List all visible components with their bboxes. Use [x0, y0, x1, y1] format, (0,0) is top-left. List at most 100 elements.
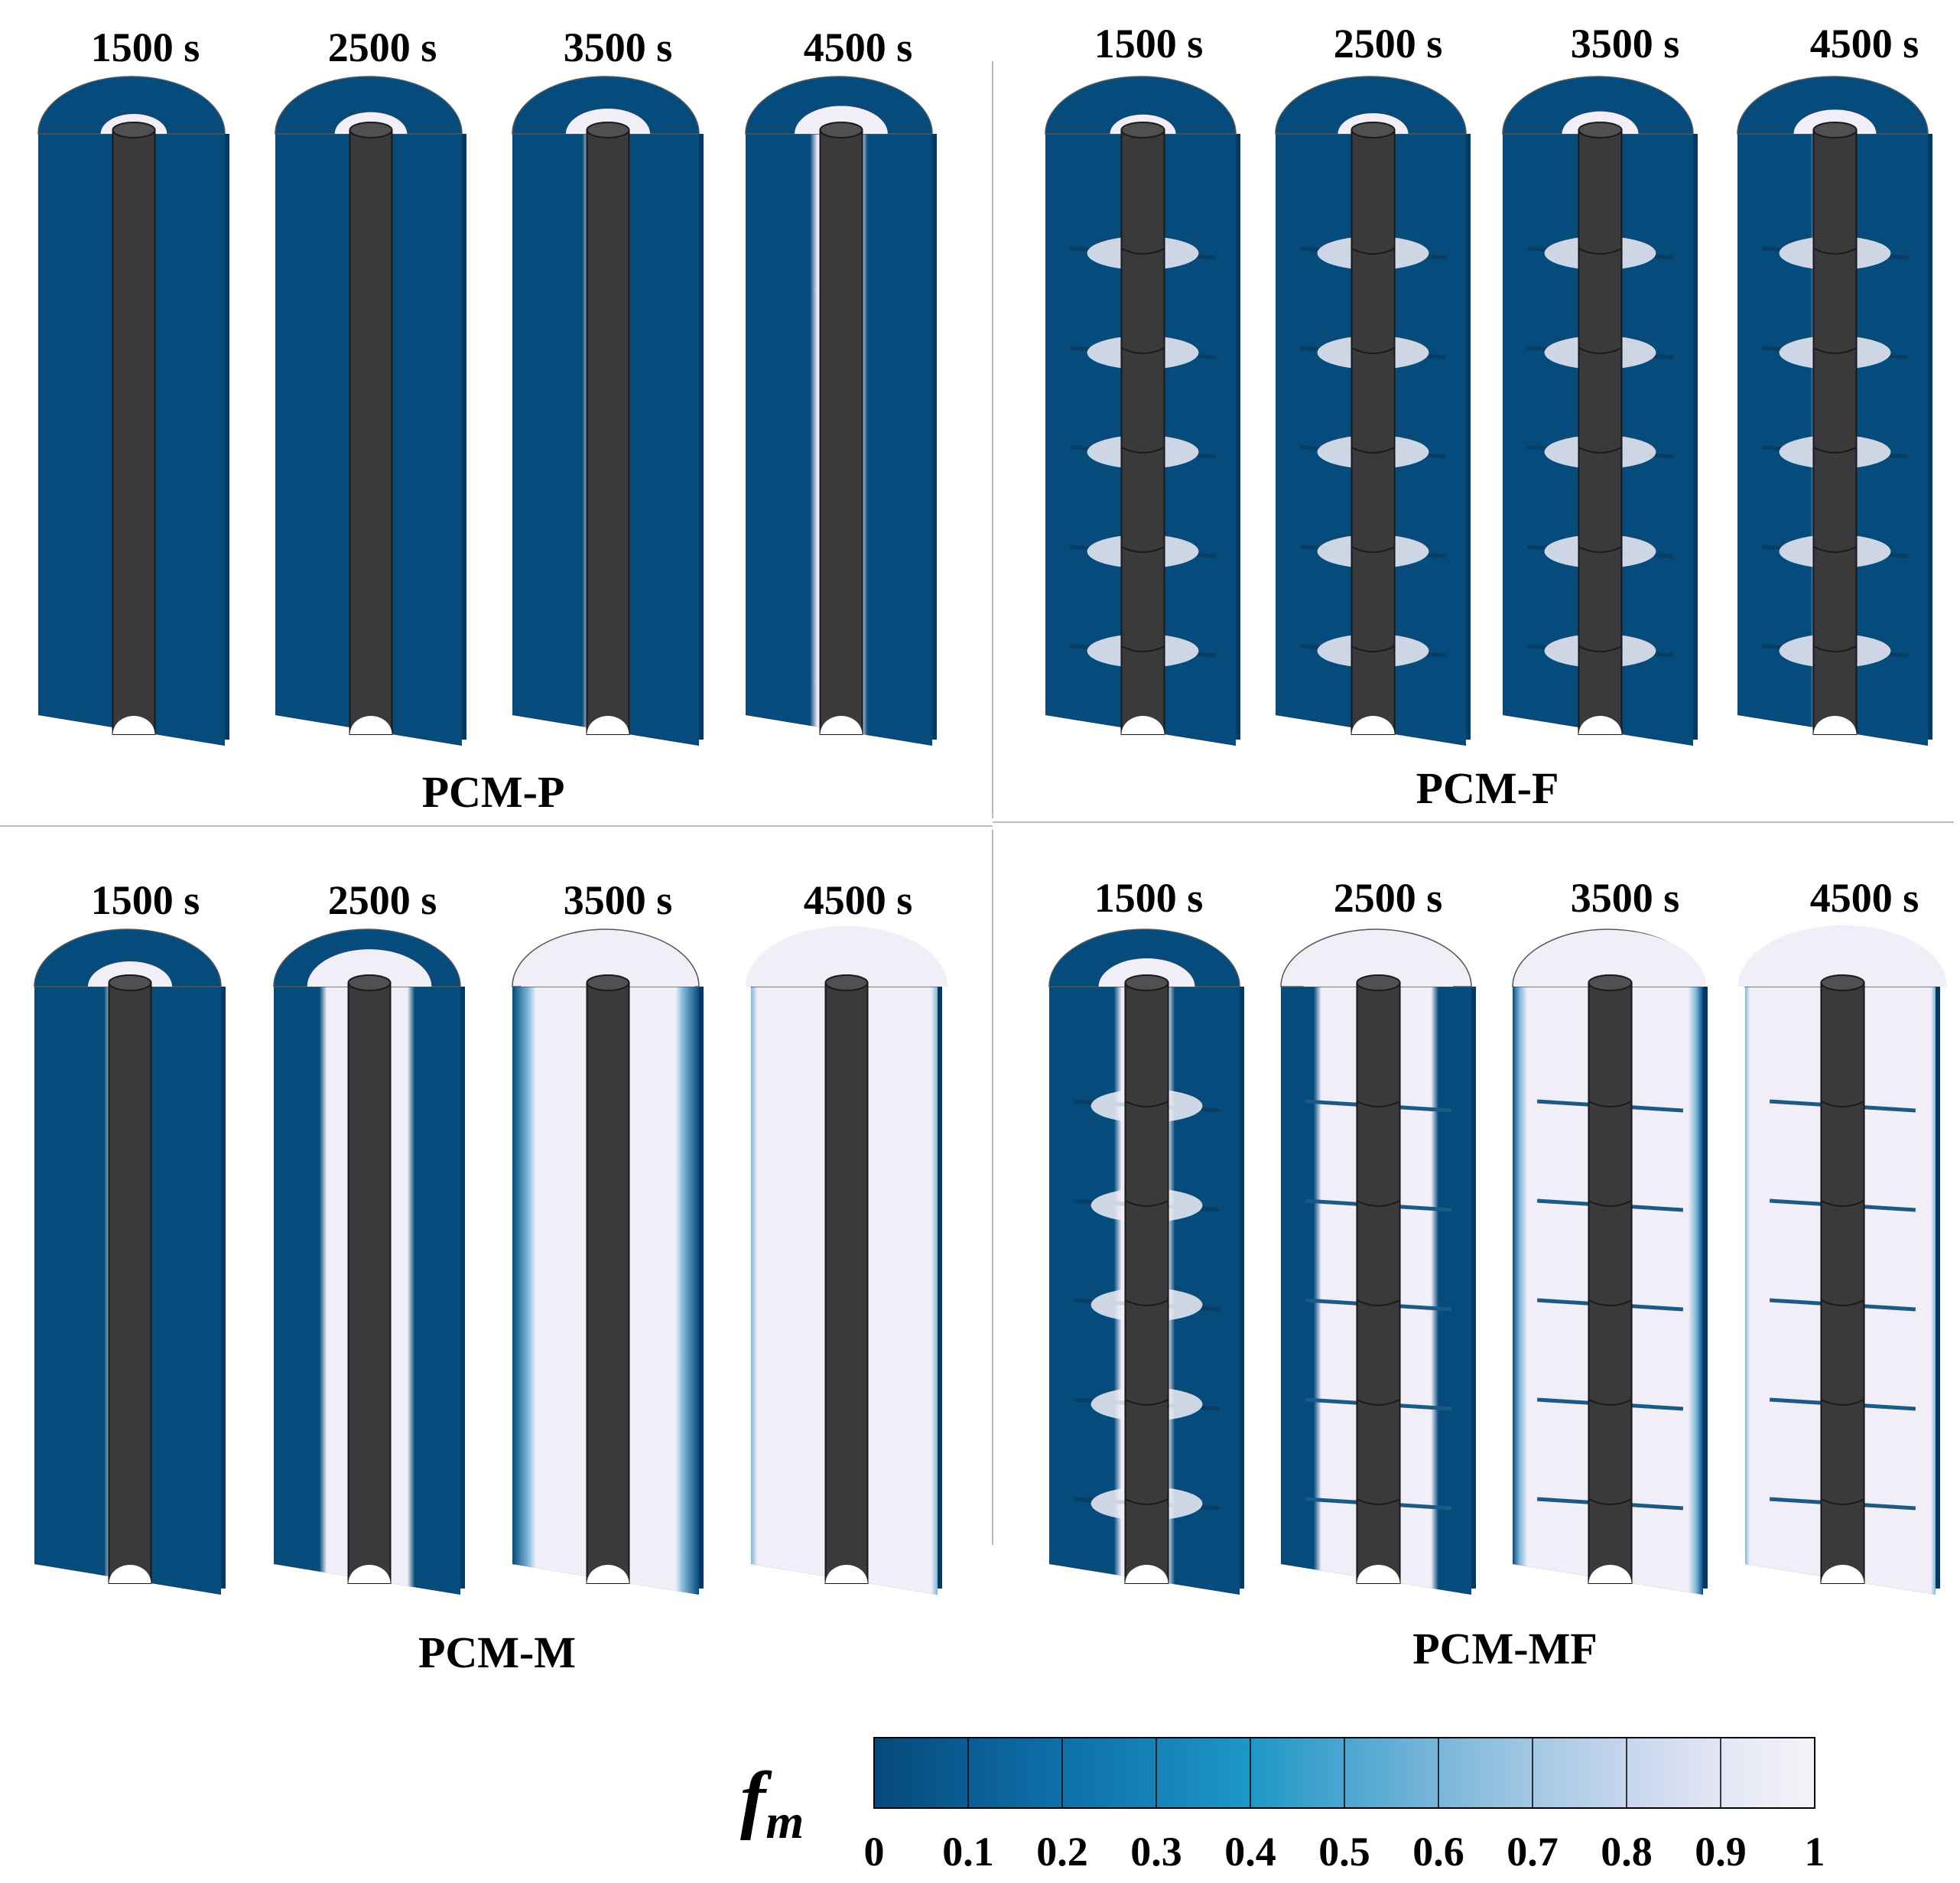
- cylinder-section: [1502, 76, 1698, 746]
- colorbar-tick-label: 0.5: [1318, 1829, 1370, 1875]
- cylinder-top-cap: [1502, 76, 1694, 135]
- fin-joint: [1821, 1299, 1864, 1306]
- colorbar-cells: [873, 1737, 1815, 1809]
- fin-joint: [1351, 248, 1395, 255]
- heat-tube-top: [1124, 974, 1169, 991]
- cylinder-section: [1280, 928, 1476, 1595]
- cylinder-side-face: [1466, 134, 1471, 740]
- heat-tube: [1124, 982, 1169, 1584]
- panel-pcm-mf: 1500 s 2500 s 3500 s 4500 s PCM-MF: [1048, 875, 1948, 1673]
- heat-tube-top: [1820, 974, 1865, 991]
- fin-joint: [1121, 646, 1165, 652]
- cylinder-side-face: [225, 134, 229, 740]
- panel-title: PCM-P: [422, 767, 565, 817]
- heat-tube: [112, 129, 156, 735]
- cylinder-side-face: [462, 134, 466, 740]
- heat-tube: [1578, 129, 1623, 735]
- heat-tube-bottom: [1578, 716, 1622, 734]
- cylinder-section: [745, 925, 948, 1595]
- cap-melt-ring: [1098, 958, 1195, 987]
- fin-joint: [1578, 646, 1622, 652]
- panel-title: PCM-F: [1416, 763, 1559, 813]
- cylinder-top-cap: [275, 76, 463, 135]
- cap-melt-ring: [521, 934, 695, 987]
- time-label: 3500 s: [1571, 875, 1680, 921]
- cylinder-section: [37, 76, 229, 746]
- colorbar-tick-label: 1: [1805, 1829, 1825, 1875]
- heat-tube-top: [586, 974, 630, 991]
- heat-tube: [586, 129, 630, 735]
- colorbar-tick-label: 0.8: [1601, 1829, 1653, 1875]
- colorbar-tick-label: 0.3: [1130, 1829, 1182, 1875]
- fin-joint: [1588, 1200, 1632, 1207]
- colorbar-tick-label: 0.7: [1507, 1829, 1559, 1875]
- fin-joint: [1821, 1200, 1864, 1207]
- heat-tube-top: [586, 122, 630, 138]
- heat-tube-bottom: [1121, 716, 1165, 734]
- cylinder-top-cap: [1275, 76, 1467, 135]
- fin-joint: [1813, 646, 1857, 652]
- cylinder-top-cap: [1045, 76, 1237, 135]
- heat-tube-bottom: [587, 1565, 629, 1583]
- heat-tube-top: [824, 974, 869, 991]
- colorbar-tick-label: 0.2: [1036, 1829, 1088, 1875]
- colorbar-subscript: m: [765, 1794, 804, 1849]
- heat-tube-bottom: [1357, 1564, 1400, 1583]
- heat-tube-top: [1356, 974, 1401, 991]
- heat-tube-bottom: [1588, 1564, 1632, 1583]
- cylinder-section: [275, 76, 466, 746]
- time-label: 4500 s: [1810, 21, 1919, 67]
- heat-tube-bottom: [1351, 716, 1395, 734]
- fin-joint: [1125, 1399, 1169, 1406]
- fin-joint: [1578, 248, 1622, 255]
- cylinder-section: [512, 928, 704, 1595]
- heat-tube-top: [1120, 122, 1165, 138]
- fin-joint: [1121, 248, 1165, 255]
- heat-tube-top: [1351, 122, 1396, 138]
- fin-joint: [1578, 447, 1622, 454]
- fin-joint: [1357, 1200, 1400, 1207]
- time-label: 2500 s: [328, 877, 437, 923]
- heat-tube-bottom: [348, 1565, 391, 1583]
- cylinder-side-face: [221, 987, 226, 1589]
- cylinder-side-face: [1703, 987, 1708, 1589]
- fin-joint: [1357, 1101, 1400, 1107]
- heat-tube: [347, 982, 392, 1584]
- cylinder-side-face: [699, 987, 704, 1589]
- heat-tube: [1356, 982, 1401, 1584]
- fin-joint: [1821, 1498, 1864, 1505]
- panel-pcm-m: 1500 s 2500 s 3500 s 4500 s PCM-M: [34, 877, 948, 1677]
- panel-pcm-f: 1500 s 2500 s 3500 s 4500 s PCM-F: [1045, 21, 1932, 813]
- fin-joint: [1351, 546, 1395, 553]
- cylinder-section: [1512, 928, 1708, 1595]
- heat-tube-top: [112, 122, 156, 138]
- heat-tube: [586, 982, 630, 1584]
- cylinder-side-face: [932, 134, 937, 740]
- time-label: 4500 s: [804, 24, 913, 70]
- heat-tube: [1812, 129, 1858, 735]
- fin-joint: [1821, 1399, 1864, 1406]
- cylinder-side-face: [699, 134, 704, 740]
- heat-tube-bottom: [1125, 1564, 1169, 1583]
- fin-joint: [1813, 347, 1857, 354]
- cylinder-section: [745, 76, 937, 746]
- cylinder-top-cap: [34, 928, 222, 987]
- fin-joint: [1588, 1101, 1632, 1107]
- cylinder-side-face: [1936, 987, 1940, 1589]
- heat-tube-bottom: [1813, 716, 1857, 734]
- fin-joint: [1121, 447, 1165, 454]
- time-label: 1500 s: [1094, 875, 1204, 921]
- time-label: 3500 s: [1571, 21, 1680, 67]
- panel-pcm-p: 1500 s 2500 s 3500 s 4500 s PCM-P: [37, 24, 937, 817]
- fin-joint: [1813, 546, 1857, 553]
- cap-melt-ring: [745, 925, 948, 987]
- fin-joint: [1588, 1299, 1632, 1306]
- fin-joint: [1351, 347, 1395, 354]
- heat-tube-bottom: [820, 716, 863, 734]
- cylinder-section: [1275, 76, 1471, 746]
- colorbar-tick-label: 0.6: [1412, 1829, 1464, 1875]
- fin-joint: [1125, 1299, 1169, 1306]
